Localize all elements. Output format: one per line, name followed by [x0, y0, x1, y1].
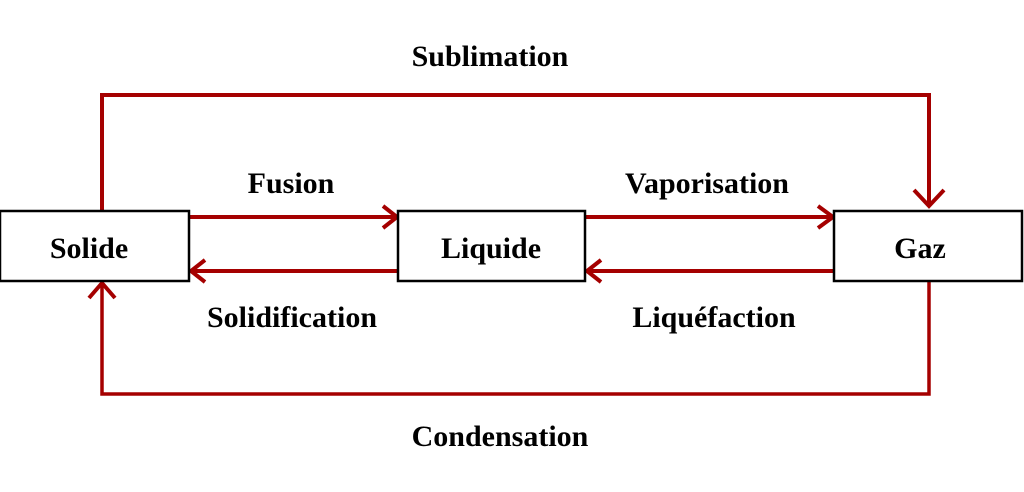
- solide-box: [0, 209, 191, 283]
- edge-vaporisation: [585, 204, 837, 230]
- edge-sublimation: [100, 93, 946, 211]
- liquefaction-label: Liquéfaction: [632, 301, 796, 334]
- liquide-label: Liquide: [441, 232, 541, 265]
- liquide-box: [396, 209, 587, 283]
- node-gaz: Gaz: [832, 209, 1024, 283]
- solidification-arrowhead-icon: [187, 258, 207, 284]
- condensation-label: Condensation: [412, 420, 589, 453]
- sublimation-arrowhead-icon: [912, 188, 946, 209]
- solide-label: Solide: [50, 232, 128, 265]
- solidification-label: Solidification: [207, 301, 377, 334]
- gaz-box: [832, 209, 1024, 283]
- condensation-arrowhead-icon: [87, 279, 117, 300]
- edge-condensation: [87, 279, 931, 396]
- gaz-label: Gaz: [894, 232, 946, 265]
- node-liquide: Liquide: [396, 209, 587, 283]
- vaporisation-label: Vaporisation: [625, 167, 789, 200]
- sublimation-line: [100, 93, 931, 211]
- fusion-label: Fusion: [248, 167, 335, 200]
- edge-fusion: [189, 204, 401, 230]
- liquefaction-arrowhead-icon: [583, 258, 603, 284]
- edge-liquefaction: [583, 258, 834, 284]
- node-solide: Solide: [0, 209, 191, 283]
- sublimation-label: Sublimation: [412, 40, 569, 73]
- condensation-line: [100, 281, 931, 396]
- edge-solidification: [187, 258, 398, 284]
